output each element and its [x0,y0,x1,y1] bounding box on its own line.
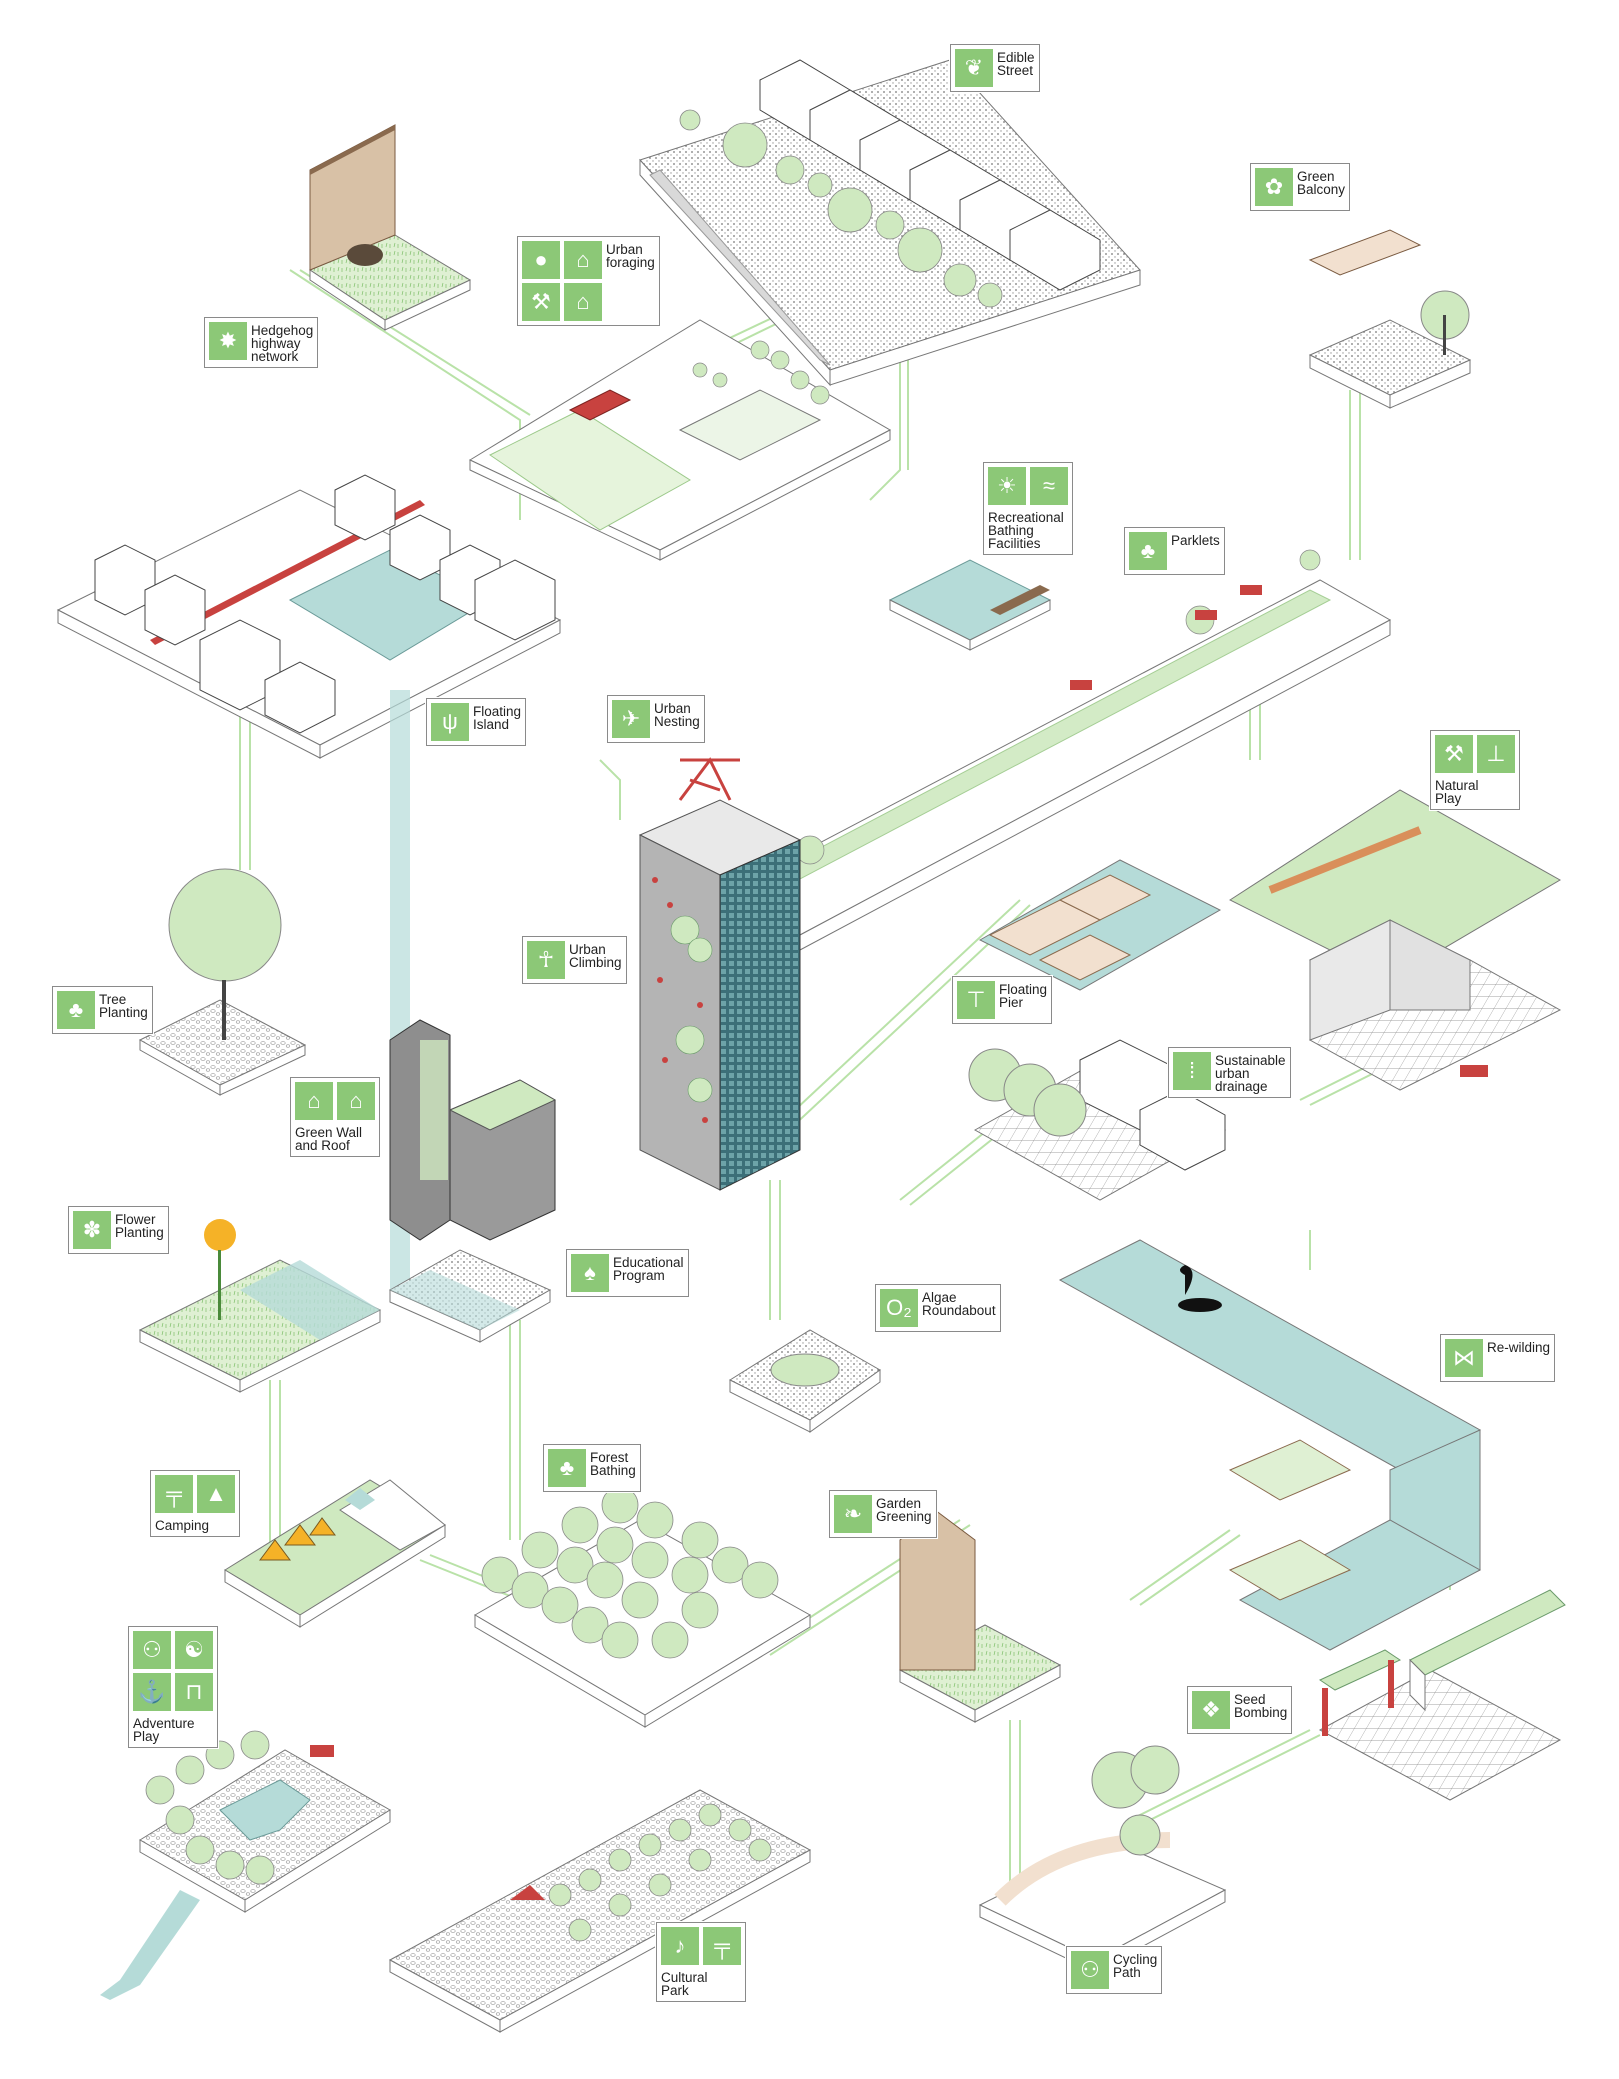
sign-tree-icon: ♠ [571,1254,609,1292]
bee-icon: ✽ [73,1211,111,1249]
cultural-park-scene [388,1789,812,2033]
algae-roundabout-label: O₂ Algae Roundabout [875,1284,1001,1332]
hedgehog-highway-scene [308,124,472,331]
urban-climbing-tower [638,757,802,1191]
camping-label: ╤ ▲ Camping [150,1470,240,1537]
greenhouse-icon: ⌂ [564,241,602,279]
cultural-park-label: ♪ ╤ Cultural Park [656,1922,746,2002]
seesaw-icon: ⊥ [1477,735,1515,773]
green-roof-house-icon: ⌂ [295,1082,333,1120]
algae-roundabout-scene [728,1329,881,1433]
hedgehog-icon: ✸ [209,322,247,360]
adventure-play-scene [100,1730,391,2000]
sunbathing-icon: ☀ [988,467,1026,505]
picnic-table-icon: ╤ [155,1475,193,1513]
edible-street-scene [639,59,1141,387]
bird-nest-icon: ✈ [612,700,650,738]
fish-icon: ⋈ [1445,1339,1483,1377]
reed-water-icon: ψ [431,703,469,741]
forest-bathing-scene [474,1486,811,1728]
flower-planting-scene [138,1219,382,1393]
o2-icon: O₂ [880,1289,918,1327]
cycling-path-scene [978,1745,1227,1973]
meditation-icon: ☯ [175,1631,213,1669]
house-icon: ⌂ [337,1082,375,1120]
flower-icon: ✿ [1255,168,1293,206]
performer-icon: ♪ [661,1927,699,1965]
re-wilding-label: ⋈ Re-wilding [1440,1334,1556,1382]
sustainable-drainage-label: ⁞ Sustainable urban drainage [1168,1047,1291,1098]
picnic-icon: ╤ [703,1927,741,1965]
pier-icon: ⊤ [957,981,995,1019]
hedgehog-label: ✸ Hedgehog highway network [204,317,319,368]
urban-foraging-label: ● ⌂ ⚒ ⌂ Urban foraging [517,236,660,326]
garden-greening-scene [898,1509,1062,1723]
green-wall-roof-scene [389,1019,557,1241]
forest-bathing-label: ♣ Forest Bathing [543,1444,641,1492]
playground-icon: ⊓ [175,1673,213,1711]
re-wilding-scene [1058,1239,1482,1651]
floating-island-scene [56,474,562,1290]
tree-hand-icon: ♣ [57,991,95,1029]
parklets-label: ♣ Parklets [1124,527,1225,575]
tree-planting-scene [138,868,307,1096]
edible-street-label: ❦ Edible Street [950,44,1040,92]
house-plant-icon: ⌂ [564,283,602,321]
urban-foraging-scene [468,319,892,561]
green-balcony-label: ✿ Green Balcony [1250,163,1351,211]
forest-icon: ♣ [548,1449,586,1487]
swimmer-icon: ≈ [1030,467,1068,505]
floating-pier-label: ⊤ Floating Pier [952,976,1053,1024]
trowel-leaf-icon: ❧ [834,1495,872,1533]
flower-planting-label: ✽ Flower Planting [68,1206,169,1254]
cycling-path-label: ⚇ Cycling Path [1066,1946,1163,1994]
green-balcony-scene [1308,229,1472,409]
climber-icon: ☥ [527,941,565,979]
educational-program-scene [388,1249,552,1343]
seed-pod-icon: ❖ [1192,1691,1230,1729]
tree-bench-icon: ♣ [1129,532,1167,570]
garden-greening-label: ❧ Garden Greening [829,1490,937,1538]
fruit-branch-icon: ❦ [955,49,993,87]
apple-icon: ● [522,241,560,279]
tools-play-icon: ⚒ [1435,735,1473,773]
seed-bombing-label: ❖ Seed Bombing [1187,1686,1293,1734]
tree-planting-label: ♣ Tree Planting [52,986,153,1034]
camping-scene [224,1479,446,1628]
sustainable-drainage-scene [968,1039,1227,1201]
green-wall-roof-label: ⌂ ⌂ Green Wall and Roof [290,1077,380,1157]
kayak-icon: ⚓ [133,1673,171,1711]
educational-program-label: ♠ Educational Program [566,1249,689,1297]
adventure-play-label: ⚇ ☯ ⚓ ⊓ Adventure Play [128,1626,218,1748]
natural-play-scene [1228,789,1562,1091]
cyclist-icon: ⚇ [1071,1951,1109,1989]
bicycle-icon: ⚇ [133,1631,171,1669]
seed-bombing-scene [1318,1589,1566,1801]
rain-grass-icon: ⁞ [1173,1052,1211,1090]
parklets-scene [729,549,1392,951]
tent-icon: ▲ [197,1475,235,1513]
urban-climbing-label: ☥ Urban Climbing [522,936,627,984]
natural-play-label: ⚒ ⊥ Natural Play [1430,730,1520,810]
floating-island-label: ψ Floating Island [426,698,527,746]
recreational-bathing-label: ☀ ≈ Recreational Bathing Facilities [983,462,1073,555]
recreational-bathing-scene [888,559,1052,651]
urban-nesting-label: ✈ Urban Nesting [607,695,705,743]
shovel-icon: ⚒ [522,283,560,321]
floating-pier-scene [978,859,1222,991]
